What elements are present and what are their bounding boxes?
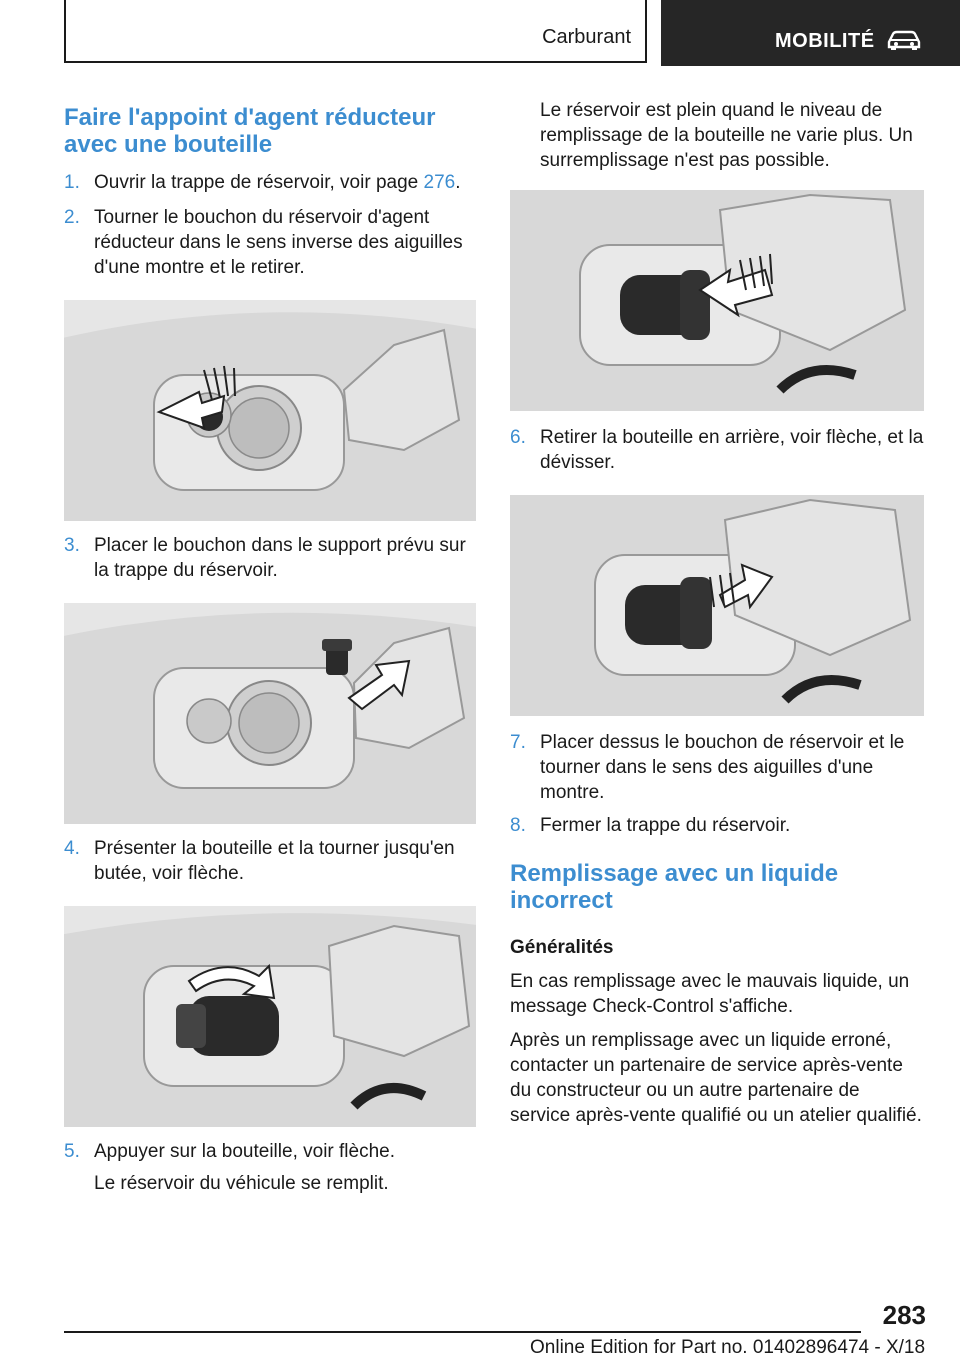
full-tank-note: Le réservoir est plein quand le niveau d… bbox=[540, 100, 913, 171]
step-number: 1. bbox=[64, 172, 80, 193]
step-number: 8. bbox=[510, 815, 526, 836]
step-number: 5. bbox=[64, 1141, 80, 1162]
step-5: 5. Appuyer sur la bouteille, voir flèche… bbox=[64, 1139, 476, 1164]
step-8: 8. Fermer la trappe du réservoir. bbox=[510, 813, 924, 838]
illustration-cap-holder bbox=[64, 603, 476, 824]
subheading-generalities: Généralités bbox=[510, 937, 614, 958]
illustration-remove-cap bbox=[64, 300, 476, 521]
step-6: 6. Retirer la bouteille en arrière, voir… bbox=[510, 425, 924, 475]
step-text: Présenter la bouteille et la tourner jus… bbox=[94, 838, 455, 884]
section-title: Carburant bbox=[542, 26, 631, 48]
illustration-attach-bottle bbox=[64, 906, 476, 1127]
step-text: Fermer la trappe du réservoir. bbox=[540, 815, 791, 836]
chapter-tab: MOBILITÉ bbox=[661, 0, 960, 66]
step-text: Placer dessus le bouchon de réservoir et… bbox=[540, 732, 905, 803]
step-number: 7. bbox=[510, 732, 526, 753]
page-number: 283 bbox=[882, 1300, 926, 1330]
paragraph-warning: En cas remplissage avec le mauvais liqui… bbox=[510, 971, 910, 1017]
footer-divider bbox=[64, 1331, 861, 1333]
step-number: 3. bbox=[64, 535, 80, 556]
footer-text: Online Edition for Part no. 01402896474 … bbox=[530, 1337, 926, 1358]
right-column: Le réservoir est plein quand le niveau d… bbox=[510, 100, 924, 1128]
page-link[interactable]: 276 bbox=[423, 172, 456, 193]
step-text: Appuyer sur la bouteille, voir flèche. bbox=[94, 1141, 395, 1162]
step-text: Tourner le bouchon du réservoir d'agent … bbox=[94, 207, 463, 278]
section-heading: Faire l'appoint d'agent réducteur avec u… bbox=[64, 104, 436, 158]
step-number: 6. bbox=[510, 427, 526, 448]
step-text: Placer le bouchon dans le support prévu … bbox=[94, 535, 466, 581]
chapter-title: MOBILITÉ bbox=[775, 30, 875, 52]
left-column: Faire l'appoint d'agent réducteur avec u… bbox=[64, 104, 476, 1196]
step-1: 1. Ouvrir la trappe de réservoir, voir p… bbox=[64, 170, 476, 195]
section-heading-incorrect: Remplissage avec un liquide incorrect bbox=[510, 860, 839, 914]
step-number: 4. bbox=[64, 838, 80, 859]
step-4: 4. Présenter la bouteille et la tourner … bbox=[64, 836, 476, 886]
paragraph-contact: Après un remplissage avec un liquide err… bbox=[510, 1030, 922, 1126]
illustration-press-bottle bbox=[510, 190, 924, 411]
section-tab: Carburant bbox=[64, 0, 647, 63]
step-number: 2. bbox=[64, 207, 80, 228]
page-header: Carburant MOBILITÉ bbox=[64, 0, 960, 66]
step-5-note: Le réservoir du véhicule se remplit. bbox=[94, 1173, 389, 1194]
step-text: Ouvrir la trappe de réservoir, voir page bbox=[94, 172, 424, 193]
car-icon bbox=[886, 29, 922, 56]
illustration-remove-bottle bbox=[510, 495, 924, 716]
step-7: 7. Placer dessus le bouchon de réservoir… bbox=[510, 730, 924, 805]
step-text-end: . bbox=[455, 172, 461, 193]
step-3: 3. Placer le bouchon dans le support pré… bbox=[64, 533, 476, 583]
step-2: 2. Tourner le bouchon du réservoir d'age… bbox=[64, 205, 476, 280]
step-text: Retirer la bouteille en arrière, voir fl… bbox=[540, 427, 924, 473]
